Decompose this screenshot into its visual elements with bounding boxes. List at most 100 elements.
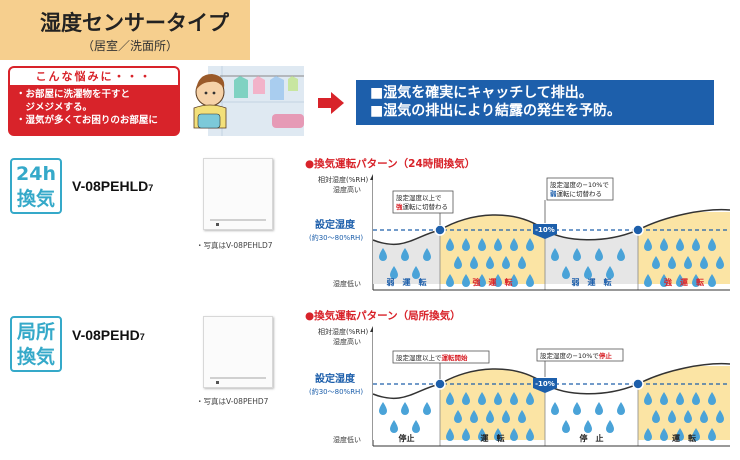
callout-box — [392, 190, 454, 214]
water-drop-icon — [652, 256, 660, 269]
product-photo — [203, 316, 273, 388]
water-drop-icon — [446, 392, 454, 405]
water-drop-icon — [692, 428, 700, 441]
callout-text: 強運転に切替わる — [396, 202, 448, 211]
callout-text: 弱運転に切替わる — [550, 189, 602, 198]
worry-line: ・湿気が多くてお困りのお部屋に — [16, 115, 158, 126]
water-drop-icon — [676, 428, 684, 441]
water-drop-icon — [526, 238, 534, 251]
switch-point — [434, 224, 446, 236]
water-drop-icon — [551, 248, 559, 261]
minus10-label: -10% — [535, 226, 555, 234]
water-drop-icon — [478, 274, 486, 287]
water-drop-icon — [446, 274, 454, 287]
header-banner: 湿度センサータイプ （居室／洗面所） — [0, 0, 250, 60]
phase-label: 強 運 転 — [664, 277, 704, 287]
setpoint-label: 設定湿度 — [315, 218, 356, 231]
water-drop-icon — [379, 402, 387, 415]
water-drop-icon — [462, 392, 470, 405]
benefit-line: ■湿気を確実にキャッチして排出。 — [370, 85, 593, 101]
water-drop-icon — [562, 420, 570, 433]
water-drop-icon — [462, 238, 470, 251]
water-drop-icon — [644, 428, 652, 441]
water-drop-icon — [486, 410, 494, 423]
water-drop-icon — [562, 266, 570, 279]
water-drop-icon — [573, 248, 581, 261]
water-drop-icon — [494, 274, 502, 287]
model-name: V-08PEHLD7 — [72, 178, 154, 194]
water-drop-icon — [644, 238, 652, 251]
water-drop-icon — [644, 274, 652, 287]
water-drop-icon — [478, 392, 486, 405]
water-drop-icon — [606, 420, 614, 433]
setpoint-range: (約30～80%RH) — [309, 387, 363, 396]
water-drop-icon — [510, 238, 518, 251]
laundry-illustration — [193, 66, 304, 136]
badge-local: 局所 換気 — [10, 316, 62, 372]
minus10-marker — [533, 378, 557, 393]
phase-label: 弱 運 転 — [572, 277, 612, 287]
water-drop-icon — [462, 428, 470, 441]
callout-text: 設定湿度の−10%で — [550, 180, 609, 189]
water-drop-icon — [692, 274, 700, 287]
axis-label: 相対湿度(%RH) — [318, 327, 369, 336]
water-drop-icon — [708, 428, 716, 441]
water-drop-icon — [684, 410, 692, 423]
water-drop-icon — [510, 392, 518, 405]
water-drop-icon — [446, 428, 454, 441]
water-drop-icon — [486, 256, 494, 269]
water-drop-icon — [551, 402, 559, 415]
water-drop-icon — [462, 274, 470, 287]
photo-caption: ・写真はV-08PEHLD7 — [196, 241, 273, 250]
worry-heading: こんな悩みに・・・ — [10, 68, 178, 85]
low-label: 湿度低い — [333, 435, 361, 444]
water-drop-icon — [470, 256, 478, 269]
water-drop-icon — [676, 274, 684, 287]
benefit-box: ■湿気を確実にキャッチして排出。 ■湿気の排出により結露の発生を予防。 — [356, 80, 714, 125]
water-drop-icon — [708, 274, 716, 287]
water-drop-icon — [595, 248, 603, 261]
water-drop-icon — [716, 410, 724, 423]
minus10-marker — [533, 224, 557, 239]
water-drop-icon — [454, 410, 462, 423]
water-drop-icon — [668, 256, 676, 269]
switch-point — [434, 378, 446, 390]
water-drop-icon — [700, 256, 708, 269]
page-title: 湿度センサータイプ — [40, 11, 229, 35]
setpoint-range: (約30～80%RH) — [309, 233, 363, 242]
water-drop-icon — [676, 238, 684, 251]
water-drop-icon — [454, 256, 462, 269]
badge-24h: 24h 換気 — [10, 158, 62, 214]
minus10-label: -10% — [535, 380, 555, 388]
phase-label: 停 止 — [580, 433, 604, 443]
water-drop-icon — [716, 256, 724, 269]
callout-text: 設定湿度の−10%で停止 — [540, 351, 612, 360]
water-drop-icon — [700, 410, 708, 423]
water-drop-icon — [510, 428, 518, 441]
pattern-chart: 相対湿度(%RH)湿度高い湿度低い設定湿度(約30～80%RH)-10%停止運 … — [309, 324, 730, 447]
water-drop-icon — [379, 248, 387, 261]
callout-box — [536, 348, 624, 362]
callout-off: 設定湿度の−10%で停止 — [536, 348, 624, 377]
water-drop-icon — [708, 392, 716, 405]
arrow-icon — [318, 92, 344, 114]
low-label: 湿度低い — [333, 279, 361, 288]
water-drop-icon — [660, 238, 668, 251]
water-drop-icon — [660, 392, 668, 405]
worry-line: ・お部屋に洗濯物を干すと — [16, 89, 131, 100]
water-drop-icon — [510, 274, 518, 287]
page-subtitle: （居室／洗面所） — [82, 39, 179, 53]
water-drop-icon — [660, 274, 668, 287]
water-drop-icon — [595, 402, 603, 415]
benefit-line: ■湿気の排出により結露の発生を予防。 — [370, 103, 621, 119]
water-drop-icon — [518, 410, 526, 423]
callout-on: 設定湿度以上で運転開始 — [392, 350, 490, 379]
water-drop-icon — [401, 402, 409, 415]
water-drop-icon — [584, 266, 592, 279]
water-drop-icon — [423, 402, 431, 415]
callout-box — [392, 350, 490, 364]
callout-box — [546, 177, 614, 201]
model-name: V-08PEHD7 — [72, 327, 145, 343]
